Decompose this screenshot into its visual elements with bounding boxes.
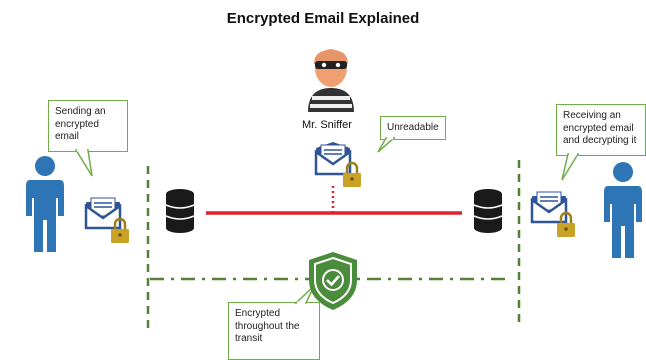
callout-sending-text: Sending an encrypted email bbox=[55, 106, 106, 142]
callout-sending: Sending an encrypted email bbox=[48, 100, 128, 152]
transit-line bbox=[150, 277, 510, 281]
sniff-dotted-line bbox=[331, 186, 335, 212]
receiver-locked-email-icon bbox=[530, 191, 575, 237]
callout-unreadable: Unreadable bbox=[380, 116, 446, 140]
right-server-icon bbox=[473, 189, 503, 233]
left-boundary-line bbox=[146, 166, 150, 334]
sender-person-icon bbox=[26, 156, 64, 252]
left-server-icon bbox=[165, 189, 195, 233]
callout-unreadable-tail bbox=[377, 136, 396, 153]
callout-receiving: Receiving an encrypted email and decrypt… bbox=[556, 104, 646, 156]
callout-transit-text: Encrypted throughout the transit bbox=[235, 308, 300, 344]
callout-sending-tail bbox=[74, 148, 93, 177]
server-link-line bbox=[206, 211, 462, 215]
callout-transit: Encrypted throughout the transit bbox=[228, 302, 320, 360]
diagram-title: Encrypted Email Explained bbox=[226, 10, 420, 27]
sender-locked-email-icon bbox=[84, 197, 129, 243]
hacker-icon bbox=[308, 49, 354, 112]
callout-receiving-tail bbox=[561, 152, 580, 181]
callout-unreadable-text: Unreadable bbox=[387, 122, 439, 133]
callout-transit-tail bbox=[294, 285, 315, 305]
receiver-person-icon bbox=[604, 162, 642, 258]
callout-receiving-text: Receiving an encrypted email and decrypt… bbox=[563, 110, 637, 146]
sniffer-label: Mr. Sniffer bbox=[302, 119, 352, 131]
shield-check-icon bbox=[309, 252, 357, 310]
locked-email-icon bbox=[314, 142, 361, 187]
right-boundary-line bbox=[517, 160, 521, 328]
